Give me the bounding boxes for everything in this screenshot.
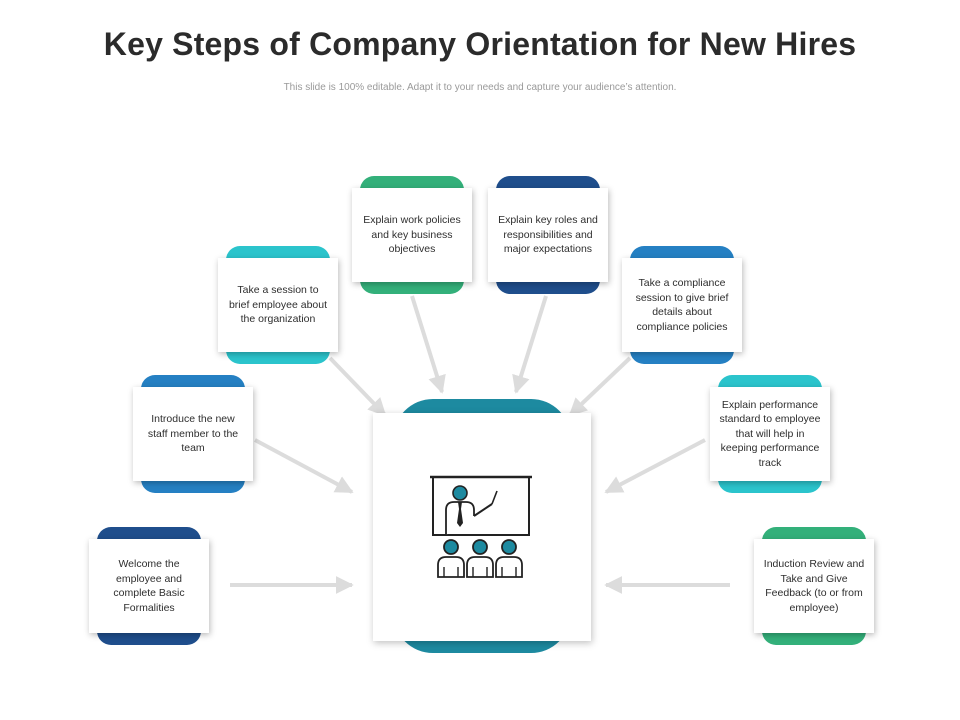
center-hub xyxy=(373,399,591,653)
step-text: Explain work policies and key business o… xyxy=(363,214,461,256)
step-card-compliance: Take a compliance session to give brief … xyxy=(622,246,742,364)
step-card-introduce: Introduce the new staff member to the te… xyxy=(133,375,253,493)
step-card-key-roles: Explain key roles and responsibilities a… xyxy=(488,176,608,294)
step-text: Welcome the employee and complete Basic … xyxy=(113,558,185,614)
page-subtitle: This slide is 100% editable. Adapt it to… xyxy=(283,82,677,93)
arrow-step-2 xyxy=(254,438,354,494)
step-card-work-policies: Explain work policies and key business o… xyxy=(352,176,472,294)
presentation-training-icon xyxy=(430,475,532,578)
step-card-welcome: Welcome the employee and complete Basic … xyxy=(89,527,209,645)
step-card-body: Induction Review and Take and Give Feedb… xyxy=(754,539,874,633)
step-text: Take a compliance session to give brief … xyxy=(635,277,729,333)
step-card-session: Take a session to brief employee about t… xyxy=(218,246,338,364)
arrow-step-5 xyxy=(512,295,548,394)
step-text: Induction Review and Take and Give Feedb… xyxy=(763,558,865,614)
step-card-performance: Explain performance standard to employee… xyxy=(710,375,830,493)
step-card-body: Explain work policies and key business o… xyxy=(352,188,472,282)
page-title: Key Steps of Company Orientation for New… xyxy=(103,26,857,62)
step-card-body: Take a session to brief employee about t… xyxy=(218,258,338,352)
step-text: Explain performance standard to employee… xyxy=(719,398,821,469)
arrow-step-4 xyxy=(410,295,446,394)
arrow-step-7 xyxy=(604,438,706,494)
step-text: Explain key roles and responsibilities a… xyxy=(498,214,598,256)
step-card-body: Explain performance standard to employee… xyxy=(710,387,830,481)
step-card-body: Take a compliance session to give brief … xyxy=(622,258,742,352)
step-card-body: Welcome the employee and complete Basic … xyxy=(89,539,209,633)
step-card-body: Explain key roles and responsibilities a… xyxy=(488,188,608,282)
step-text: Take a session to brief employee about t… xyxy=(228,284,328,326)
step-text: Introduce the new staff member to the te… xyxy=(147,413,239,455)
step-card-induction-review: Induction Review and Take and Give Feedb… xyxy=(754,527,874,645)
step-card-body: Introduce the new staff member to the te… xyxy=(133,387,253,481)
